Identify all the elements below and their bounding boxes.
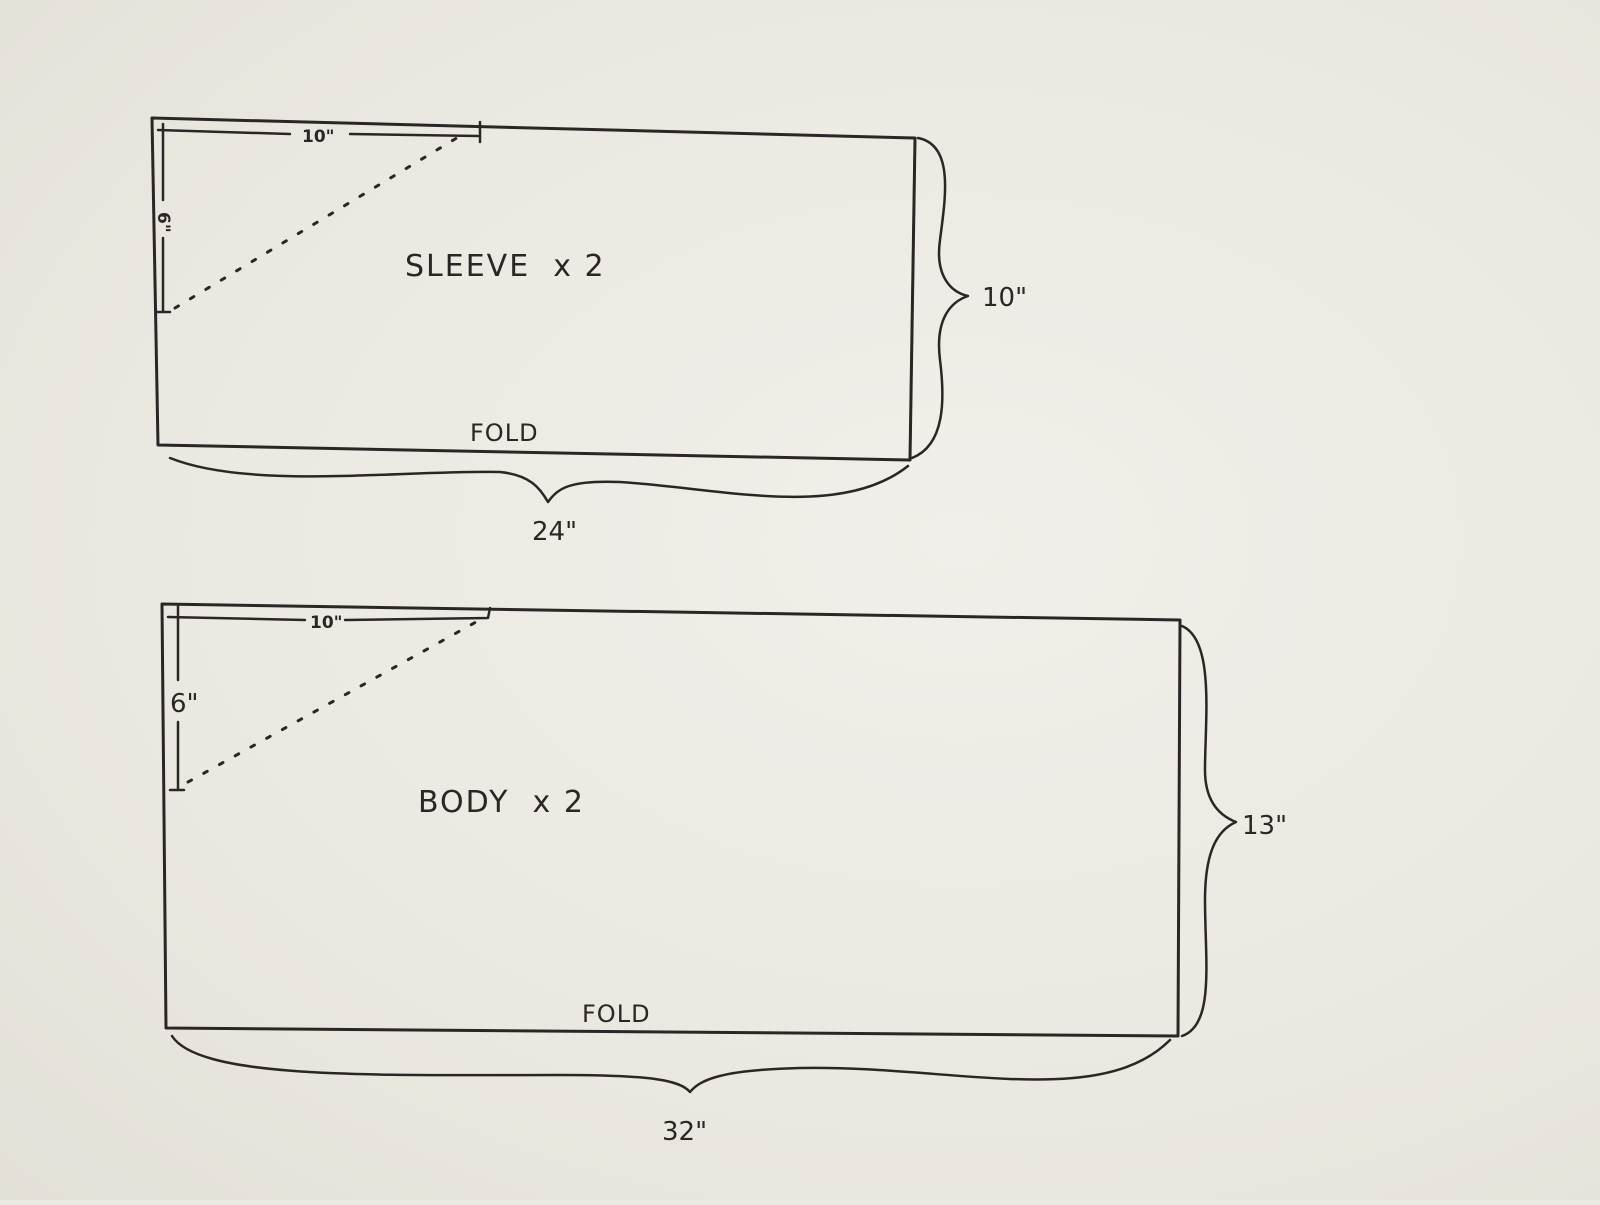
body-width-brace xyxy=(170,1034,1172,1094)
sleeve-height-brace xyxy=(910,136,970,460)
sleeve-side-mark-line xyxy=(155,122,172,314)
body-top-mark-label: 10" xyxy=(310,613,343,633)
sleeve-label: SLEEVE x 2 xyxy=(405,249,606,284)
sleeve-dotted-diagonal xyxy=(173,134,462,310)
sleeve-side-mark-label: 6" xyxy=(153,212,173,233)
sleeve-height-label: 10" xyxy=(982,283,1027,313)
body-side-mark-line xyxy=(168,604,186,792)
sleeve-fold-label: FOLD xyxy=(470,419,539,447)
sleeve-top-mark-line xyxy=(156,120,482,144)
body-pattern-piece: 10" 6" BODY x 2 FOLD 13" 32" xyxy=(160,602,1287,1147)
sleeve-right-edge-line xyxy=(908,136,917,462)
body-outline xyxy=(160,602,1182,1038)
body-width-label: 32" xyxy=(662,1117,707,1147)
sleeve-width-brace xyxy=(168,456,910,504)
body-height-brace xyxy=(1180,624,1238,1038)
sleeve-outline xyxy=(150,116,917,462)
sleeve-width-label: 24" xyxy=(532,517,577,547)
body-dotted-diagonal xyxy=(186,620,478,784)
body-label: BODY x 2 xyxy=(418,785,585,820)
sleeve-top-mark-label: 10" xyxy=(302,127,335,147)
body-top-mark-line xyxy=(166,606,492,622)
body-side-mark-label: 6" xyxy=(170,689,199,719)
sleeve-pattern-piece: 10" 6" SLEEVE x 2 FOLD 10" 24" xyxy=(150,116,1027,547)
body-fold-label: FOLD xyxy=(582,1000,651,1028)
body-height-label: 13" xyxy=(1242,811,1287,841)
